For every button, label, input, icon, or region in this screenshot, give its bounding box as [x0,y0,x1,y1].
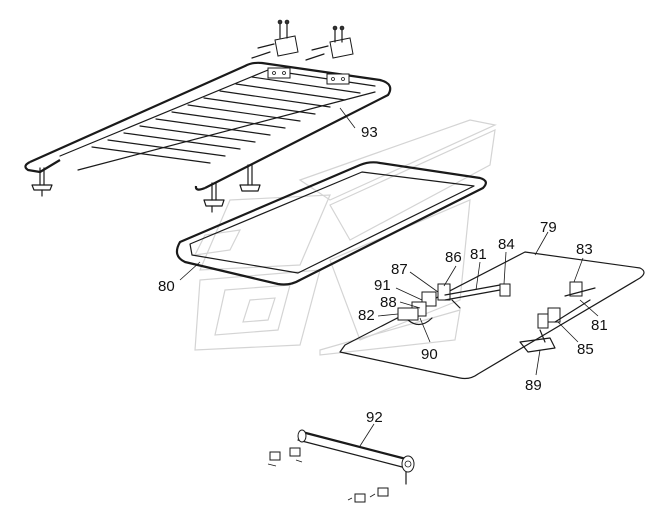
blind-clips [267,447,389,503]
leader-lines [179,107,599,447]
part-label-89: 89 [525,377,542,394]
sunroof-glass-panel [339,251,645,380]
rack-mounting-plates [267,67,350,85]
rack-legs [31,164,261,213]
part-label-91: 91 [374,277,391,294]
part-label-88: 88 [380,294,397,311]
mounting-brackets-with-bolts [251,19,354,61]
part-label-86: 86 [445,249,462,266]
hinge-assembly-left [397,283,511,326]
part-label-87: 87 [391,261,408,278]
part-label-85: 85 [577,341,594,358]
part-label-92: 92 [366,409,383,426]
part-label-80: 80 [158,278,175,295]
part-label-83: 83 [576,241,593,258]
watermark-logo [193,119,497,356]
part-label-79: 79 [540,219,557,236]
sun-blind-roller [267,429,415,503]
part-label-81-right: 81 [591,317,608,334]
part-label-82: 82 [358,307,375,324]
part-label-93: 93 [361,124,378,141]
part-label-81: 81 [470,246,487,263]
part-labels: 93 80 79 83 84 81 86 87 91 88 82 90 81 8… [158,124,608,426]
part-label-90: 90 [421,346,438,363]
part-label-84: 84 [498,236,515,253]
roof-rack-frame [24,19,392,213]
sunroof-seal-frame [175,161,487,286]
